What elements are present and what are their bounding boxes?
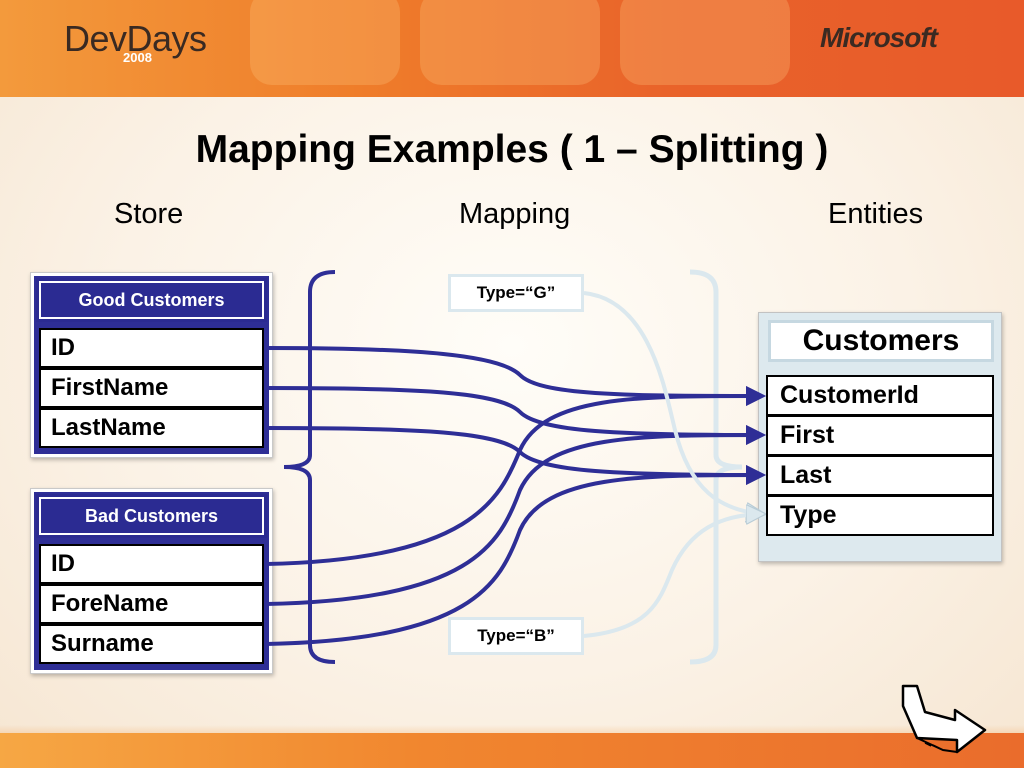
header-decor-block — [620, 0, 790, 85]
entity-field-type: Type — [766, 495, 994, 536]
header-decor-block — [420, 0, 600, 85]
entities-column-heading: Entities — [828, 198, 924, 230]
slide-title: Mapping Examples ( 1 – Splitting ) — [195, 128, 829, 171]
header-decor-block — [250, 0, 400, 85]
bad-customers-field-forename: ForeName — [39, 584, 264, 624]
store-column-heading: Store — [114, 198, 184, 230]
slide-header: DevDays 2008 Microsoft — [0, 0, 1024, 97]
arrow-forename-to-first — [265, 425, 766, 606]
arrow-id-to-customerid — [265, 346, 766, 406]
mapping-column-heading: Mapping — [459, 198, 571, 230]
good-customers-field-lastname: LastName — [39, 408, 264, 448]
devdays-logo: DevDays — [64, 18, 207, 59]
arrow-firstname-to-first — [265, 386, 766, 445]
arrow-type-g-to-type — [583, 291, 762, 514]
bad-customers-title: Bad Customers — [36, 494, 267, 538]
arrow-badid-to-customerid — [265, 385, 766, 566]
store-bracket — [283, 270, 336, 664]
condition-type-g: Type=“G” — [448, 274, 584, 312]
arrow-surname-to-last — [265, 465, 766, 646]
slide-footer — [0, 733, 1024, 768]
arrow-type-b-to-type — [583, 514, 762, 638]
devdays-year: 2008 — [123, 50, 152, 65]
microsoft-logo: Microsoft — [820, 22, 938, 53]
customers-entity-title: Customers — [768, 320, 994, 362]
bad-customers-field-surname: Surname — [39, 624, 264, 664]
good-customers-field-firstname: FirstName — [39, 368, 264, 408]
condition-type-b: Type=“B” — [448, 617, 584, 655]
bad-customers-field-id: ID — [39, 544, 264, 584]
next-slide-pointer-icon — [901, 684, 987, 754]
good-customers-field-id: ID — [39, 328, 264, 368]
mapping-bracket — [689, 269, 743, 665]
good-customers-title: Good Customers — [36, 278, 267, 322]
